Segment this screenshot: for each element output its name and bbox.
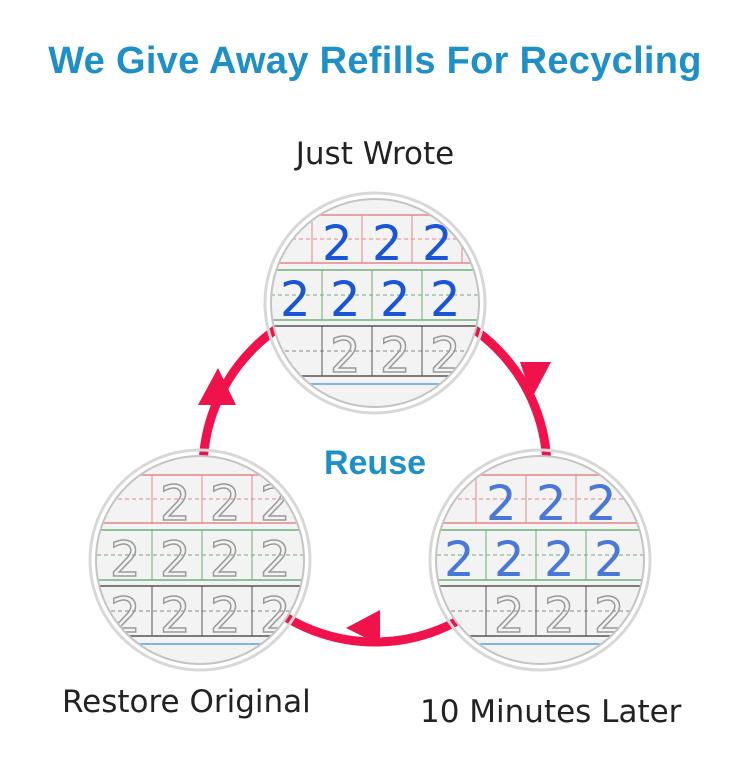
arrow-to-just-wrote-icon — [198, 368, 236, 405]
page-title: We Give Away Refills For Recycling — [48, 40, 702, 82]
row-green-guides — [437, 529, 643, 581]
digit-glyph: 2 — [210, 532, 241, 588]
row-dark-guides — [272, 325, 478, 377]
row-red-guides — [97, 474, 303, 524]
digit-glyph: 2 — [210, 588, 241, 644]
row-dark-guides — [437, 585, 643, 637]
digit-glyph: 2 — [280, 272, 311, 328]
lens-ten-minutes-later: 2 2 2 2 2 2 2 2 2 2 — [428, 448, 652, 672]
digit-glyph: 2 — [160, 476, 191, 532]
row-red-guides — [437, 474, 643, 524]
row-dark-guides — [97, 585, 303, 637]
digit-glyph: 2 — [544, 532, 575, 588]
digit-glyph: 2 — [210, 476, 241, 532]
row-green-guides — [272, 269, 478, 321]
digit-glyph: 2 — [486, 476, 517, 532]
digit-glyph: 2 — [430, 272, 461, 328]
digit-glyph: 2 — [494, 532, 525, 588]
digit-glyph: 2 — [260, 588, 291, 644]
stage-label-ten-minutes-later: 10 Minutes Later — [420, 694, 682, 730]
digit-glyph: 2 — [380, 328, 411, 384]
digit-glyph: 2 — [422, 216, 453, 272]
digit-glyph: 2 — [494, 588, 525, 644]
digit-glyph: 2 — [594, 532, 625, 588]
arrow-to-restore-icon — [346, 610, 380, 645]
digit-glyph: 2 — [110, 588, 141, 644]
row-green-guides — [97, 529, 303, 581]
digit-glyph: 2 — [160, 588, 191, 644]
reuse-label: Reuse — [323, 444, 427, 482]
lens-restore-original: 2 2 2 2 2 2 2 2 2 2 2 — [88, 448, 312, 672]
digit-glyph: 2 — [260, 476, 291, 532]
digit-glyph: 2 — [160, 532, 191, 588]
digit-glyph: 2 — [330, 328, 361, 384]
arrow-to-ten-minutes-icon — [520, 362, 551, 398]
digit-glyph: 2 — [110, 532, 141, 588]
row-red-guides — [272, 214, 478, 264]
lens-just-wrote: 2 2 2 2 2 2 2 2 2 2 — [263, 191, 487, 415]
digit-glyph: 2 — [380, 272, 411, 328]
digit-glyph: 2 — [372, 216, 403, 272]
stage-label-just-wrote: Just Wrote — [295, 136, 455, 172]
digit-glyph: 2 — [544, 588, 575, 644]
digit-glyph: 2 — [536, 476, 567, 532]
digit-glyph: 2 — [260, 532, 291, 588]
digit-glyph: 2 — [444, 532, 475, 588]
digit-glyph: 2 — [322, 216, 353, 272]
digit-glyph: 2 — [330, 272, 361, 328]
stage-label-restore-original: Restore Original — [62, 684, 311, 720]
